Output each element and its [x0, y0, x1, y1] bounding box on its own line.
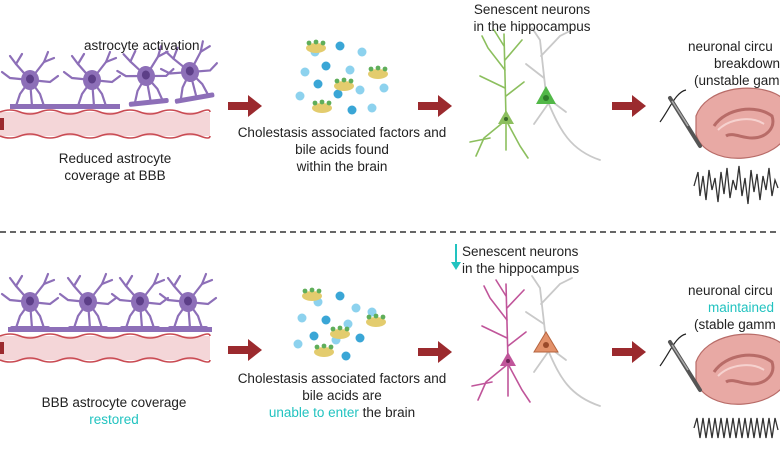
bottom-arrow-3: [612, 341, 646, 363]
top-brain-hippocampus: [659, 86, 780, 160]
top-circuit-line2: breakdown: [714, 56, 780, 71]
top-factors-caption: Cholestasis associated factors and bile …: [212, 124, 472, 175]
top-arrow-1: [228, 95, 262, 117]
bottom-circuit-line1: neuronal circu: [688, 283, 773, 298]
bottom-arrow-2: [418, 341, 452, 363]
top-factors-line1: Cholestasis associated factors and: [237, 125, 447, 140]
bottom-astrocytes: [0, 272, 218, 333]
bottom-endfeet-layer: [8, 327, 212, 332]
bottom-bbb-caption: BBB astrocyte coverage restored: [14, 394, 214, 428]
bottom-circuit-line2: maintained: [708, 300, 775, 315]
bottom-neurons-line2: in the hippocampus: [462, 261, 580, 276]
top-gamma-trace-unstable: [693, 165, 779, 205]
bottom-neurons-caption: Senescent neurons in the hippocampus: [462, 243, 622, 277]
top-neurons-line1: Senescent neurons: [473, 2, 591, 17]
bottom-factors-line2: bile acids are: [302, 388, 382, 403]
top-circuit-line3: (unstable gamm: [694, 73, 780, 88]
bottom-bile-acids: [293, 287, 386, 361]
top-neurons: [469, 27, 601, 161]
bottom-bbb-vessel: [0, 333, 211, 363]
top-bbb-caption-line1: Reduced astrocyte: [58, 151, 172, 166]
bottom-factors-line3: unable to enter the brain: [210, 404, 474, 421]
bottom-brain-hippocampus: [659, 332, 780, 406]
bottom-factors-caption: Cholestasis associated factors and bile …: [210, 370, 474, 421]
astrocyte-activation-label: astrocyte activation: [84, 38, 200, 53]
top-circuit-caption: neuronal circu breakdown (unstable gamm: [686, 38, 780, 89]
top-neurons-line2: in the hippocampus: [473, 19, 591, 34]
top-bbb-caption: Reduced astrocyte coverage at BBB: [20, 150, 210, 184]
decrease-arrow-icon: [451, 244, 461, 270]
top-neurons-caption: Senescent neurons in the hippocampus: [452, 1, 612, 35]
bottom-neurons-line1: Senescent neurons: [462, 244, 579, 259]
bottom-circuit-line3: (stable gamm: [694, 317, 776, 332]
bottom-bbb-caption-line2: restored: [89, 412, 139, 427]
top-bbb-vessel: [0, 109, 211, 139]
top-bbb-caption-line2: coverage at BBB: [64, 168, 166, 183]
top-bile-acids: [295, 39, 389, 115]
bottom-factors-line3-rest: the brain: [358, 405, 416, 420]
top-arrow-3: [612, 95, 646, 117]
bottom-bbb-caption-line1: BBB astrocyte coverage: [41, 395, 187, 410]
top-circuit-line1: neuronal circu: [688, 39, 773, 54]
bottom-gamma-trace-stable: [693, 417, 779, 439]
top-factors-line2: bile acids found: [295, 142, 389, 157]
bottom-neurons: [471, 275, 601, 407]
bottom-circuit-caption: neuronal circu maintained (stable gamm: [686, 282, 780, 333]
unable-to-enter-highlight: unable to enter: [268, 405, 359, 420]
bottom-arrow-1: [228, 339, 262, 361]
top-endfeet-layer: [10, 104, 120, 109]
bottom-factors-line1: Cholestasis associated factors and: [237, 371, 447, 386]
top-factors-line3: within the brain: [296, 159, 388, 174]
top-arrow-2: [418, 95, 452, 117]
